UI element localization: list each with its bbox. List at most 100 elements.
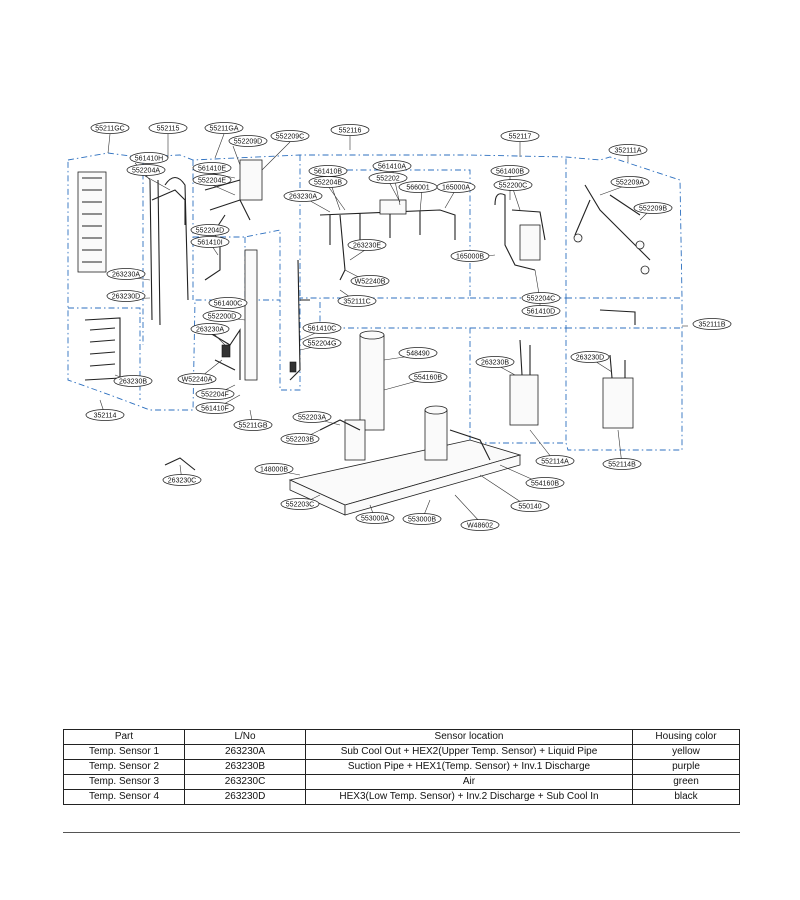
part-callout-552209c: 552209C: [270, 130, 310, 142]
cell-color: purple: [632, 759, 740, 775]
callout-balloon: [308, 176, 348, 188]
distributor-group: [573, 184, 651, 275]
part-callout-566001: 566001: [398, 181, 438, 193]
callout-label: 552204D: [196, 227, 224, 234]
callout-balloon: [535, 455, 575, 467]
callout-label: 552204E: [198, 177, 226, 184]
lower-coil-assembly: [84, 317, 121, 381]
cell-lno: 263230C: [184, 774, 306, 790]
callout-label: 561410H: [135, 155, 163, 162]
part-callout-553000a: 553000A: [355, 512, 395, 524]
four-way-valve-group: [494, 193, 546, 271]
part-callout-552204a_1: 552204A: [126, 164, 166, 176]
callout-balloon: [525, 477, 565, 489]
callout-label: 561410F: [201, 405, 229, 412]
callout-balloon: [162, 474, 202, 486]
part-callout-263230b_2: 263230B: [113, 375, 153, 387]
cell-lno: 263230D: [184, 789, 306, 805]
part-callout-548490: 548490: [398, 347, 438, 359]
callout-label: 55211GA: [209, 125, 238, 132]
callout-balloon: [126, 164, 166, 176]
coil-panel-left: [77, 171, 107, 273]
callout-balloon: [106, 290, 146, 302]
callout-label: 561410I: [197, 239, 222, 246]
callout-balloon: [450, 250, 490, 262]
valve-cluster-upper: [204, 159, 263, 281]
part-callout-352111b: 352111B: [692, 318, 732, 330]
part-callout-552111gc: 55211GC: [90, 122, 130, 134]
callout-label: 552114A: [541, 458, 569, 465]
callout-balloon: [204, 122, 244, 134]
part-callout-552111ga: 55211GA: [204, 122, 244, 134]
part-callout-263230a_3: 263230A: [190, 323, 230, 335]
callout-label: 263230C: [168, 477, 196, 484]
header-part: Part: [63, 729, 185, 745]
callout-label: 550140: [518, 503, 541, 510]
slim-pipe-right: [289, 259, 310, 381]
part-callout-165000b: 165000B: [450, 250, 490, 262]
part-callout-552114b: 552114B: [602, 458, 642, 470]
callout-label: 553000A: [361, 515, 389, 522]
callout-label: 263230D: [576, 354, 604, 361]
cell-lno: 263230B: [184, 759, 306, 775]
cell-part: Temp. Sensor 1: [63, 744, 185, 760]
cell-lno: 263230A: [184, 744, 306, 760]
part-callout-561400b: 561400B: [490, 165, 530, 177]
part-callout-554160b_1: 554160B: [408, 371, 448, 383]
cell-color: green: [632, 774, 740, 790]
callout-label: 263230E: [353, 242, 381, 249]
callout-label: 552203A: [298, 414, 326, 421]
callout-label: W52240A: [182, 376, 213, 383]
callout-label: 552209D: [234, 138, 262, 145]
callout-label: 552116: [339, 127, 362, 134]
part-callout-552116: 552116: [330, 124, 370, 136]
callout-balloon: [195, 388, 235, 400]
callout-label: W52240B: [355, 278, 386, 285]
part-callout-552117: 552117: [500, 130, 540, 142]
sub-cooler-left: [509, 339, 539, 426]
callout-balloon: [436, 181, 476, 193]
callout-balloon: [302, 322, 342, 334]
callout-label: W48602: [467, 522, 493, 529]
callout-balloon: [292, 411, 332, 423]
part-callout-552204e: 552204E: [192, 174, 232, 186]
part-callout-561410i: 561410I: [190, 236, 230, 248]
part-callout-561410f: 561410F: [195, 402, 235, 414]
callout-label: 561400C: [214, 300, 242, 307]
part-callout-552204d: 552204D: [190, 224, 230, 236]
footer-divider: [63, 832, 740, 833]
cell-color: yellow: [632, 744, 740, 760]
part-callout-552203b: 552203B: [280, 433, 320, 445]
part-callout-561410b: 561410B: [308, 165, 348, 177]
callout-balloon: [633, 202, 673, 214]
callout-label: 552209C: [276, 133, 304, 140]
callout-balloon: [192, 162, 232, 174]
callout-balloon: [500, 130, 540, 142]
callout-balloon: [129, 152, 169, 164]
cell-location: HEX3(Low Temp. Sensor) + Inv.2 Discharge…: [305, 789, 633, 805]
part-callout-552202: 552202: [368, 172, 408, 184]
part-callout-148000b: 148000B: [254, 463, 294, 475]
assembly-group-outlines: [67, 152, 683, 451]
callout-balloon: [347, 239, 387, 251]
callout-label: 552204F: [201, 391, 229, 398]
table-row: Temp. Sensor 2 263230B Suction Pipe + HE…: [63, 759, 740, 775]
callout-label: 552204A: [132, 167, 160, 174]
cell-location: Sub Cool Out + HEX2(Upper Temp. Sensor) …: [305, 744, 633, 760]
callout-label: 165000B: [456, 253, 484, 260]
callout-label: 352111A: [615, 147, 642, 154]
callout-balloon: [493, 179, 533, 191]
callout-balloon: [350, 275, 390, 287]
callout-balloon: [355, 512, 395, 524]
callout-label: 552203B: [286, 436, 314, 443]
callout-label: 263230A: [112, 271, 140, 278]
part-callout-w48602: W48602: [460, 519, 500, 531]
part-callout-552209d: 552209D: [228, 135, 268, 147]
part-callout-550140: 550140: [510, 500, 550, 512]
callout-label: 554160B: [531, 480, 559, 487]
part-callout-561410e: 561410E: [192, 162, 232, 174]
callout-balloon: [177, 373, 217, 385]
callout-balloon: [202, 310, 242, 322]
part-callout-552204b: 552204B: [308, 176, 348, 188]
